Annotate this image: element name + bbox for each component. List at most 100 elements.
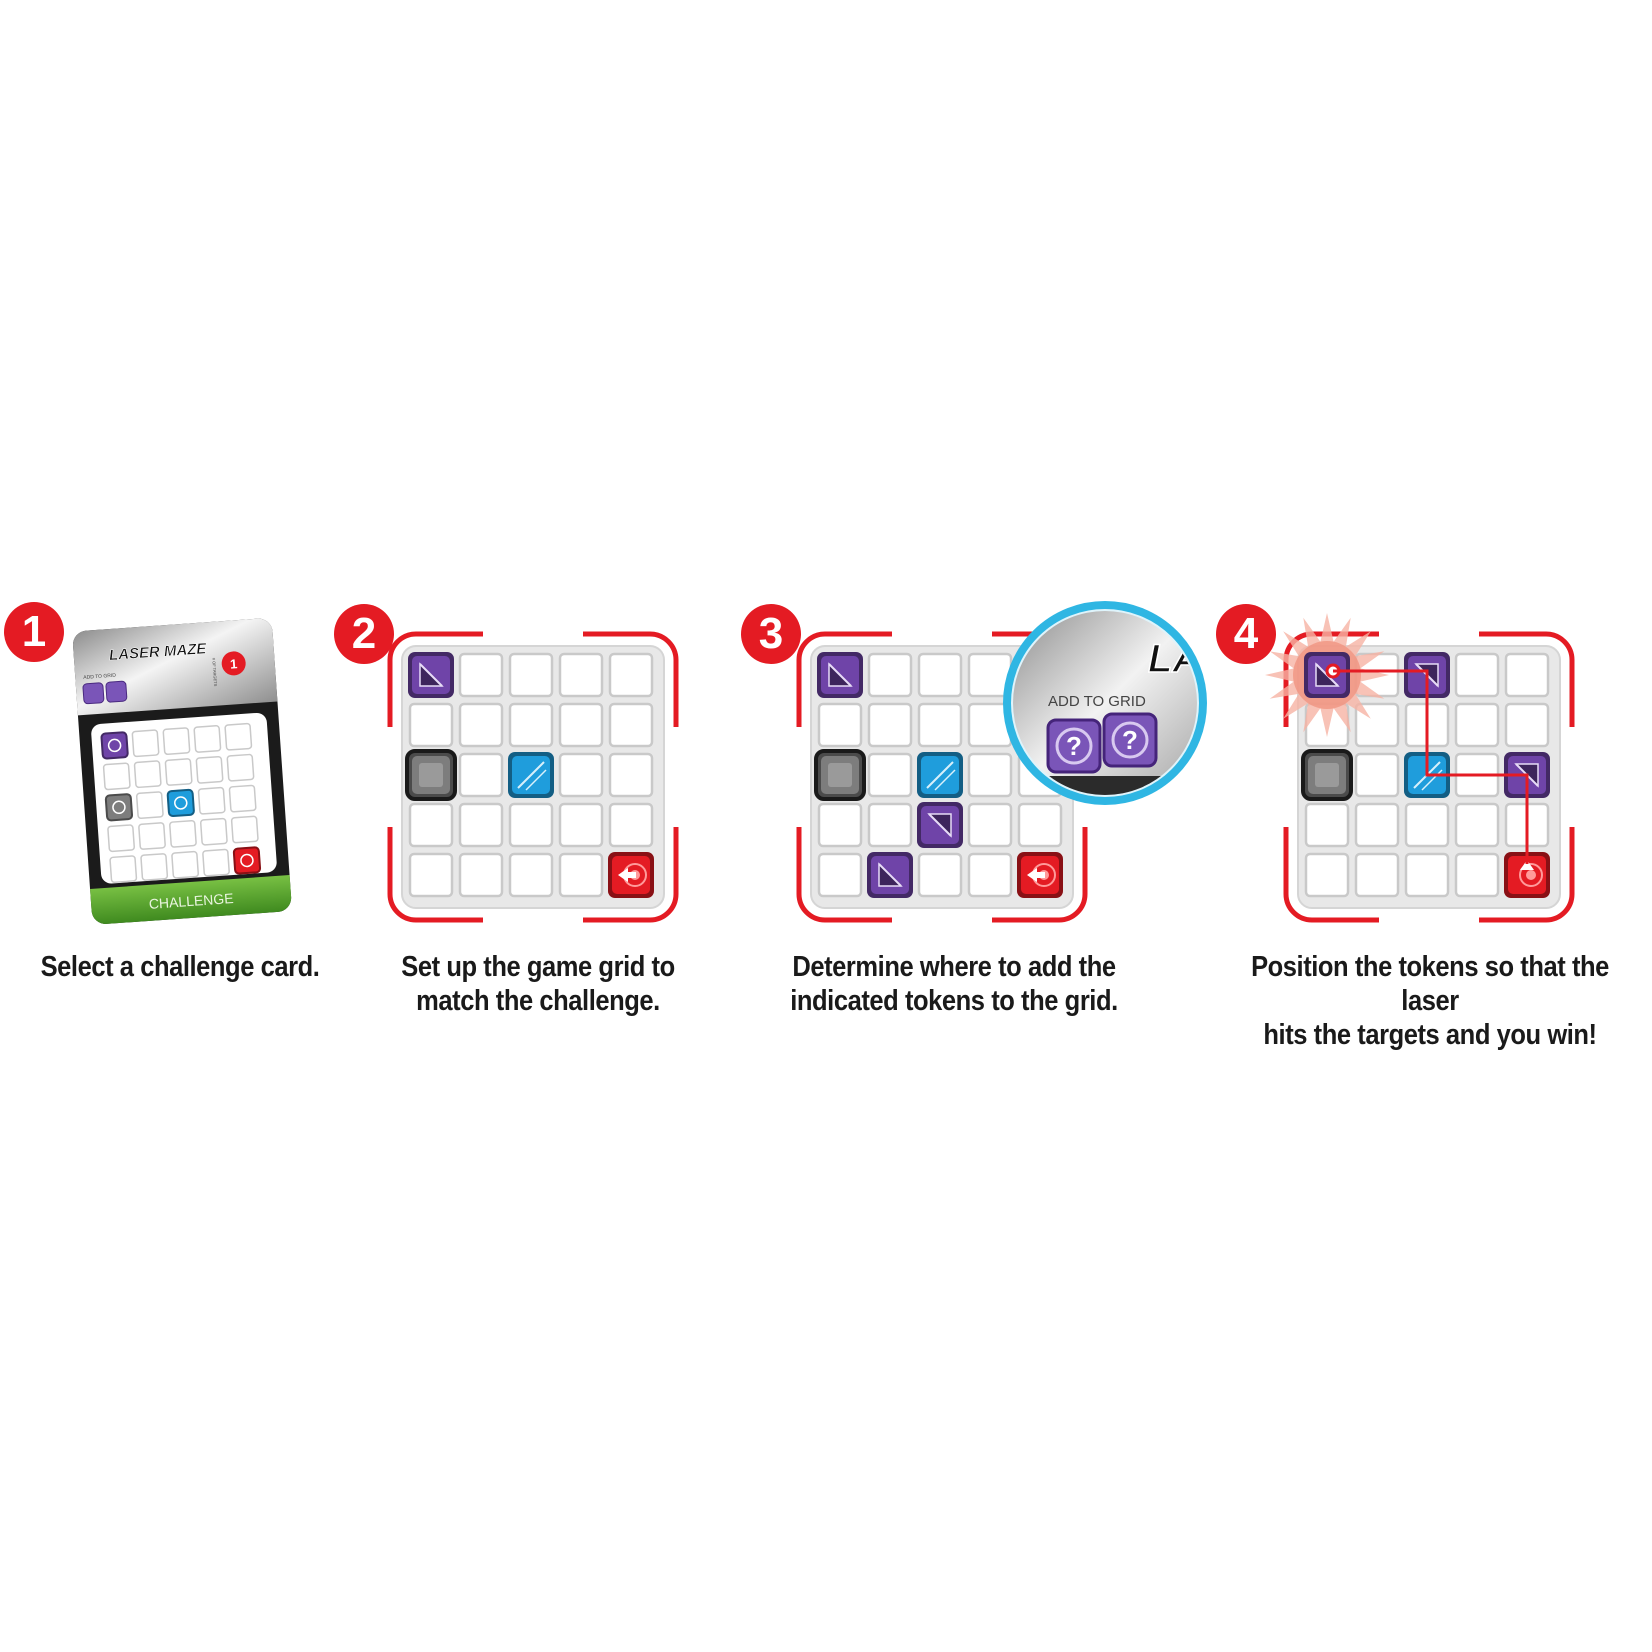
grid-cell[interactable] — [1304, 852, 1350, 898]
grid-cell[interactable] — [558, 802, 604, 848]
step-number-badge: 1 — [4, 602, 64, 662]
card-grid-cell — [202, 848, 230, 877]
challenge-card[interactable]: LASER MAZE ADD TO GRID # OF TARGETS 1 CH… — [73, 618, 296, 924]
grid-cell[interactable] — [1454, 652, 1500, 698]
laser-token[interactable] — [1017, 852, 1063, 898]
card-grid-cell — [197, 786, 226, 815]
grid-cell[interactable] — [1404, 802, 1450, 848]
grid-cell[interactable] — [917, 702, 963, 748]
grid-cell[interactable] — [867, 702, 913, 748]
laser-token[interactable] — [1504, 852, 1550, 898]
grid-cell[interactable] — [967, 752, 1013, 798]
zoom-add-to-grid-label: ADD TO GRID — [1048, 693, 1146, 710]
step-caption: Determine where to add the indicated tok… — [790, 951, 1118, 1017]
laser-beam-path — [1333, 669, 1529, 864]
grid-cell[interactable] — [817, 702, 863, 748]
grid-cell[interactable] — [508, 702, 554, 748]
grid-cell[interactable] — [1354, 852, 1400, 898]
grid-cell[interactable] — [817, 802, 863, 848]
grid-cell[interactable] — [917, 852, 963, 898]
step-number-badge: 4 — [1216, 604, 1276, 664]
step-caption: Set up the game grid to match the challe… — [401, 951, 675, 1017]
card-grid-cell — [193, 725, 222, 753]
mini-laser-token — [232, 846, 262, 875]
card-grid-cell — [226, 753, 255, 782]
card-token-unknown — [105, 680, 128, 703]
card-grid-cell — [138, 822, 166, 850]
blocker-token[interactable] — [814, 749, 866, 801]
step-number-badge: 2 — [334, 604, 394, 664]
grid-cell[interactable] — [867, 752, 913, 798]
card-grid-cell — [169, 819, 197, 848]
grid-cell[interactable] — [608, 802, 654, 848]
game-grid[interactable] — [1265, 613, 1584, 928]
blocker-token[interactable] — [405, 749, 457, 801]
grid-cell[interactable] — [408, 852, 454, 898]
grid-cell[interactable] — [508, 852, 554, 898]
step-number-badge: 3 — [741, 604, 801, 664]
grid-cell[interactable] — [558, 702, 604, 748]
grid-cell[interactable] — [1304, 802, 1350, 848]
card-targets-count: 1 — [230, 656, 238, 671]
grid-cell[interactable] — [1504, 652, 1550, 698]
laser-token[interactable] — [608, 852, 654, 898]
grid-cell[interactable] — [1404, 852, 1450, 898]
grid-cell[interactable] — [917, 652, 963, 698]
grid-cell[interactable] — [458, 852, 504, 898]
mini-token-mark — [174, 796, 188, 810]
grid-cell[interactable] — [408, 802, 454, 848]
grid-cell[interactable] — [608, 652, 654, 698]
grid-cell[interactable] — [408, 702, 454, 748]
grid-cell[interactable] — [608, 752, 654, 798]
grid-cell[interactable] — [817, 852, 863, 898]
mirror-token[interactable] — [1304, 652, 1350, 698]
card-grid-cell — [164, 758, 193, 786]
card-grid-cell — [107, 824, 135, 853]
card-targets-badge[interactable] — [221, 651, 247, 677]
card-tokens-label: ADD TO GRID — [83, 673, 116, 681]
step-caption: Position the tokens so that the laser hi… — [1251, 951, 1609, 1051]
grid-cell[interactable] — [458, 752, 504, 798]
grid-cell[interactable] — [1017, 802, 1063, 848]
card-grid-cell — [133, 760, 162, 789]
card-token-unknown — [82, 682, 105, 705]
grid-cell[interactable] — [1354, 802, 1400, 848]
grid-cell[interactable] — [458, 702, 504, 748]
grid-cell[interactable] — [1454, 852, 1500, 898]
grid-cell[interactable] — [867, 802, 913, 848]
mirror-token[interactable] — [917, 802, 963, 848]
card-grid-cell — [224, 722, 253, 751]
mirror-token[interactable] — [867, 852, 913, 898]
grid-cell[interactable] — [558, 752, 604, 798]
grid-cell[interactable] — [508, 652, 554, 698]
grid-cell[interactable] — [1354, 752, 1400, 798]
grid-cell[interactable] — [608, 702, 654, 748]
beam-splitter-token[interactable] — [917, 752, 963, 798]
card-grid-cell — [228, 784, 257, 813]
grid-cell[interactable] — [458, 802, 504, 848]
grid-cell[interactable] — [967, 852, 1013, 898]
grid-cell[interactable] — [458, 652, 504, 698]
step-caption: Select a challenge card. — [40, 951, 320, 983]
grid-cell[interactable] — [1504, 702, 1550, 748]
card-grid-cell — [195, 755, 224, 784]
grid-cell[interactable] — [1454, 802, 1500, 848]
grid-cell[interactable] — [558, 652, 604, 698]
card-grid-cell — [131, 729, 160, 758]
card-grid-cell — [230, 815, 259, 844]
grid-cell[interactable] — [1454, 702, 1500, 748]
grid-cell[interactable] — [867, 652, 913, 698]
zoom-magnifier: LAS ADD TO GRID ? ? — [1003, 601, 1207, 805]
mini-splitter-token — [166, 788, 195, 818]
grid-cell[interactable] — [508, 802, 554, 848]
beam-splitter-token[interactable] — [508, 752, 554, 798]
card-grid-cell — [135, 791, 164, 819]
card-grid-cell — [199, 817, 228, 846]
grid-cell[interactable] — [558, 852, 604, 898]
mirror-token[interactable] — [408, 652, 454, 698]
mirror-token[interactable] — [817, 652, 863, 698]
blocker-token[interactable] — [1301, 749, 1353, 801]
grid-cell[interactable] — [967, 802, 1013, 848]
game-grid[interactable] — [386, 630, 688, 928]
card-grid-cell — [140, 853, 169, 881]
